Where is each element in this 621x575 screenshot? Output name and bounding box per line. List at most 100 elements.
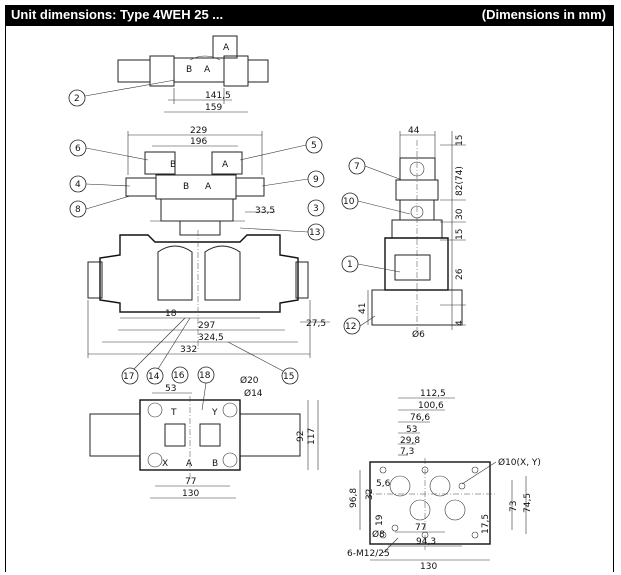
label-6-m12-25: 6-M12/25 bbox=[347, 549, 390, 559]
plan-letter-b: B bbox=[212, 459, 218, 469]
front-letter-b-lower: B bbox=[183, 182, 189, 192]
dim-dia-6: Ø6 bbox=[412, 329, 425, 340]
dim-7-3: 7,3 bbox=[400, 447, 414, 457]
callout-16 bbox=[171, 366, 189, 384]
valve-body-top bbox=[173, 57, 225, 83]
callout-15 bbox=[281, 367, 299, 385]
dim-196: 196 bbox=[190, 137, 207, 147]
dim-130: 130 bbox=[182, 489, 199, 499]
svg-text:2: 2 bbox=[74, 94, 80, 104]
svg-text:12: 12 bbox=[345, 322, 356, 332]
svg-text:3: 3 bbox=[313, 204, 319, 214]
dim-44: 44 bbox=[408, 126, 420, 136]
dim-229: 229 bbox=[190, 126, 207, 136]
dim-29-8: 29,8 bbox=[400, 436, 420, 446]
port-pattern-view: 112,5 100,6 76,6 53 29,8 7,3 bbox=[347, 389, 541, 572]
dim-100-6: 100,6 bbox=[418, 401, 444, 411]
side-view: 44 15 82(74) 30 15 26 4 41 bbox=[341, 126, 466, 340]
side-main-body bbox=[384, 237, 449, 291]
callout-2 bbox=[68, 89, 86, 107]
dim-53: 53 bbox=[165, 384, 176, 394]
port-p bbox=[389, 475, 411, 497]
section-title: Unit dimensions: Type 4WEH 25 ... bbox=[11, 7, 224, 22]
dim-5-6: 5,6 bbox=[376, 479, 391, 489]
dim-15-top: 15 bbox=[455, 135, 465, 146]
section-header: Unit dimensions: Type 4WEH 25 ... (Dimen… bbox=[5, 5, 614, 25]
dim-19: 19 bbox=[375, 514, 385, 526]
dim-30: 30 bbox=[455, 208, 465, 220]
dim-77: 77 bbox=[185, 477, 196, 487]
dim-18: 18 bbox=[165, 309, 177, 319]
plan-letter-a: A bbox=[186, 459, 193, 469]
svg-text:18: 18 bbox=[199, 371, 211, 381]
svg-text:16: 16 bbox=[173, 371, 185, 381]
dim-92: 92 bbox=[296, 431, 306, 442]
svg-text:6: 6 bbox=[75, 144, 81, 154]
plan-letter-y: Y bbox=[211, 408, 218, 418]
dim-73: 73 bbox=[509, 501, 519, 512]
svg-text:17: 17 bbox=[123, 372, 134, 382]
dim-dia-14: Ø14 bbox=[244, 388, 263, 399]
dim-112-5: 112,5 bbox=[420, 389, 446, 399]
callout-17 bbox=[121, 367, 139, 385]
top-letter-a-upper: A bbox=[223, 43, 230, 53]
dim-297: 297 bbox=[198, 321, 215, 331]
front-letter-a-lower: A bbox=[205, 182, 212, 192]
svg-text:1: 1 bbox=[347, 260, 353, 270]
top-letter-a: A bbox=[204, 65, 211, 75]
dim-82-74: 82(74) bbox=[455, 166, 465, 196]
port-a bbox=[429, 475, 451, 497]
callout-3 bbox=[307, 199, 325, 217]
pilot-solenoid-a bbox=[211, 151, 243, 175]
dim-32: 32 bbox=[365, 489, 375, 500]
dim-130-port: 130 bbox=[420, 562, 437, 572]
svg-text:9: 9 bbox=[313, 175, 319, 185]
solenoid-b-left bbox=[117, 59, 151, 83]
solenoid-a-top bbox=[212, 35, 238, 59]
plan-letter-t: T bbox=[170, 408, 177, 418]
svg-text:4: 4 bbox=[75, 180, 81, 190]
side-solenoid bbox=[399, 157, 436, 181]
dim-96-8: 96,8 bbox=[349, 488, 359, 508]
front-letter-a-upper: A bbox=[222, 160, 229, 170]
dim-324-5: 324,5 bbox=[198, 333, 224, 343]
dim-332: 332 bbox=[180, 345, 197, 355]
dim-76-6: 76,6 bbox=[410, 413, 430, 423]
plan-view: 53 Ø20 Ø14 T Y X A B 92 117 77 130 bbox=[89, 366, 319, 499]
dim-dia-20: Ø20 bbox=[240, 375, 259, 386]
pressure-reducer bbox=[160, 198, 234, 222]
front-view: 229 196 B A B A 18 297 bbox=[69, 126, 330, 385]
drawing-frame bbox=[5, 25, 614, 572]
dim-74-5: 74,5 bbox=[523, 493, 533, 513]
pilot-solenoid-b bbox=[144, 151, 176, 175]
port-t bbox=[409, 499, 431, 521]
dim-27-5: 27,5 bbox=[306, 319, 326, 329]
label-dia-8: Ø8 bbox=[372, 529, 385, 540]
port-b bbox=[444, 499, 466, 521]
svg-text:5: 5 bbox=[311, 141, 317, 151]
plan-letter-x: X bbox=[162, 459, 168, 469]
svg-text:15: 15 bbox=[283, 372, 294, 382]
svg-text:13: 13 bbox=[309, 228, 320, 238]
dim-33-5: 33,5 bbox=[255, 206, 275, 216]
dim-53-port: 53 bbox=[406, 425, 417, 435]
dim-77-port: 77 bbox=[415, 523, 426, 533]
dim-15-mid: 15 bbox=[455, 229, 465, 240]
front-letter-b-upper: B bbox=[170, 160, 176, 170]
svg-text:10: 10 bbox=[343, 197, 355, 207]
pilot-valve-body bbox=[155, 174, 237, 200]
dim-41: 41 bbox=[358, 303, 368, 314]
svg-text:8: 8 bbox=[75, 205, 81, 215]
dim-141-5: 141,5 bbox=[205, 91, 231, 101]
units-note: (Dimensions in mm) bbox=[481, 7, 606, 22]
label-dia-10-xy: Ø10(X, Y) bbox=[498, 457, 541, 468]
svg-text:14: 14 bbox=[148, 372, 160, 382]
top-letter-b: B bbox=[186, 65, 192, 75]
callout-14 bbox=[146, 367, 164, 385]
dim-117: 117 bbox=[307, 428, 317, 445]
top-view: A B A 141,5 159 2 bbox=[68, 35, 269, 113]
main-valve-body bbox=[99, 234, 299, 313]
svg-text:7: 7 bbox=[354, 162, 360, 172]
dim-159: 159 bbox=[205, 103, 222, 113]
